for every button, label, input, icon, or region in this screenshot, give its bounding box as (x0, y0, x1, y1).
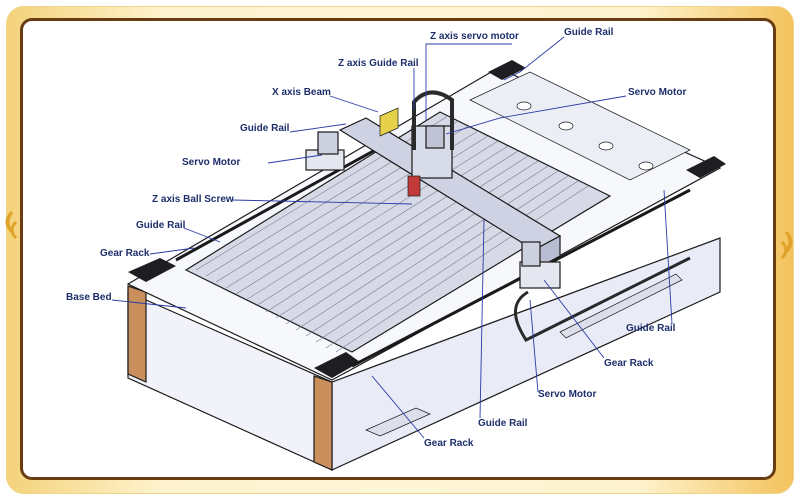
label-x-axis-beam: X axis Beam (272, 87, 331, 98)
machine-drawing (126, 60, 726, 471)
panel-hole (558, 121, 574, 131)
panel-hole (516, 101, 532, 111)
label-gear-rack-left: Gear Rack (100, 248, 150, 259)
z-axis-servo (425, 125, 445, 149)
corner-block-front (314, 352, 360, 378)
label-guide-rail-top: Guide Rail (564, 27, 614, 38)
right-slide (559, 273, 683, 339)
wood-end-left (127, 285, 147, 383)
left-flourish-icon (5, 210, 18, 240)
bottom-slide (365, 407, 431, 437)
cable-chain (514, 256, 691, 342)
wood-end-front (313, 375, 333, 471)
label-z-axis-guide-rail: Z axis Guide Rail (338, 58, 419, 69)
panel-hole (638, 161, 654, 171)
label-guide-rail-left: Guide Rail (136, 220, 186, 231)
label-servo-motor-top: Servo Motor (628, 87, 686, 98)
panel-hole (598, 141, 614, 151)
label-guide-rail-left-upper: Guide Rail (240, 123, 290, 134)
leader-lines (111, 36, 673, 439)
servo-motor-right (521, 241, 541, 267)
laser-nozzle (407, 175, 421, 197)
corner-block-right (686, 156, 726, 178)
left-guide-rail (175, 142, 387, 262)
label-guide-rail-bottom: Guide Rail (478, 418, 528, 429)
corner-block-back (488, 60, 526, 80)
label-guide-rail-right: Guide Rail (626, 323, 676, 334)
gantry-plate (379, 107, 399, 137)
corner-block-left (128, 258, 176, 282)
label-servo-motor-left: Servo Motor (182, 157, 240, 168)
label-z-axis-ball-screw: Z axis Ball Screw (152, 194, 234, 205)
cutting-table (184, 111, 612, 353)
label-base-bed: Base Bed (66, 292, 112, 303)
label-gear-rack-right: Gear Rack (604, 358, 654, 369)
label-gear-rack-bottom: Gear Rack (424, 438, 474, 449)
servo-motor-left (317, 131, 339, 155)
label-z-axis-servo-motor: Z axis servo motor (430, 31, 519, 42)
back-panel (469, 71, 691, 181)
label-servo-motor-bottom: Servo Motor (538, 389, 596, 400)
right-flourish-icon (780, 230, 793, 260)
